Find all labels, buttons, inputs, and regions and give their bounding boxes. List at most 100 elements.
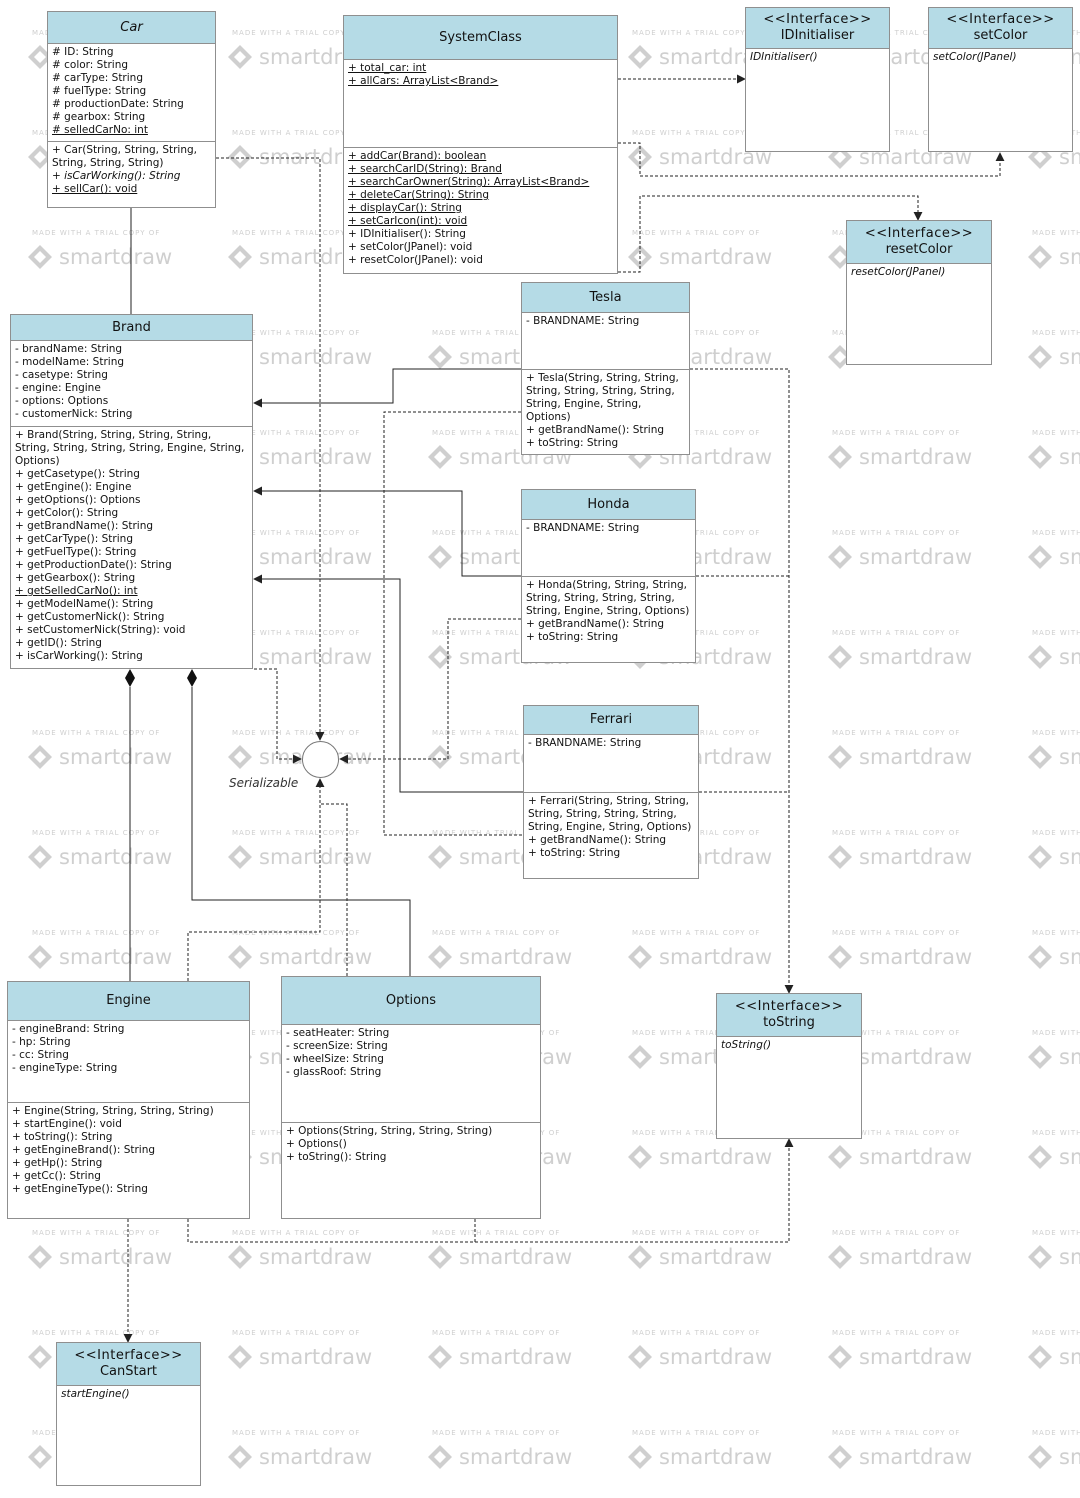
attribute-row: - BRANDNAME: String: [526, 522, 640, 534]
interface-resetcolor[interactable]: <<Interface>> resetColor resetColor(JPan…: [846, 220, 992, 365]
class-car-name: Car: [120, 19, 143, 35]
serializable-interface-circle[interactable]: [302, 741, 339, 778]
attribute-row: - customerNick: String: [15, 408, 133, 420]
svg-text:smartdraw: smartdraw: [1059, 445, 1080, 469]
method-row: + getSelledCarNo(): int: [15, 585, 138, 597]
svg-text:MADE WITH A TRIAL COPY OF: MADE WITH A TRIAL COPY OF: [32, 1229, 160, 1237]
svg-text:smartdraw: smartdraw: [1059, 845, 1080, 869]
method-row: + setColor(JPanel): void: [348, 241, 473, 253]
svg-text:MADE WITH A TRIAL COPY OF: MADE WITH A TRIAL COPY OF: [232, 1329, 360, 1337]
class-engine[interactable]: Engine - engineBrand: String- hp: String…: [7, 981, 250, 1219]
class-brand-attributes: - brandName: String- modelName: String- …: [11, 341, 252, 427]
svg-text:MADE WITH A TRIAL COPY OF: MADE WITH A TRIAL COPY OF: [232, 129, 360, 137]
class-ferrari[interactable]: Ferrari - BRANDNAME: String + Ferrari(St…: [523, 705, 699, 879]
svg-text:MADE WITH A TRIAL COPY OF: MADE WITH A TRIAL COPY OF: [832, 929, 960, 937]
svg-text:MADE WITH A TRIAL COPY OF: MADE WITH A TRIAL COPY OF: [432, 1329, 560, 1337]
svg-text:smartdraw: smartdraw: [859, 1145, 972, 1169]
svg-text:MADE WITH A TRIAL COPY OF: MADE WITH A TRIAL COPY OF: [632, 229, 760, 237]
class-options-name: Options: [385, 992, 437, 1008]
interface-idinitialiser[interactable]: <<Interface>> IDInitialiser IDInitialise…: [745, 7, 890, 152]
class-brand[interactable]: Brand - brandName: String- modelName: St…: [10, 314, 253, 669]
method-row: + getID(): String: [15, 637, 102, 649]
method-row: toString(): [721, 1039, 772, 1051]
method-row: + getFuelType(): String: [15, 546, 137, 558]
svg-text:MADE WITH A TRIAL COPY OF: MADE WITH A TRIAL COPY OF: [232, 1429, 360, 1437]
attribute-row: - glassRoof: String: [286, 1066, 382, 1078]
svg-text:smartdraw: smartdraw: [859, 645, 972, 669]
attribute-row: - cc: String: [12, 1049, 69, 1061]
class-systemclass[interactable]: SystemClass + total_car: int+ allCars: A…: [343, 15, 618, 274]
svg-text:smartdraw: smartdraw: [259, 1345, 372, 1369]
interface-resetcolor-name: resetColor: [885, 242, 953, 257]
svg-text:MADE WITH A TRIAL COPY OF: MADE WITH A TRIAL COPY OF: [1032, 229, 1080, 237]
svg-text:MADE WITH A TRIAL COPY OF: MADE WITH A TRIAL COPY OF: [232, 529, 360, 537]
method-row: + getCc(): String: [12, 1170, 101, 1182]
svg-text:MADE WITH A TRIAL COPY OF: MADE WITH A TRIAL COPY OF: [232, 29, 360, 37]
method-row: resetColor(JPanel): [851, 266, 946, 278]
class-options-header: Options: [282, 977, 540, 1025]
svg-text:smartdraw: smartdraw: [859, 745, 972, 769]
method-row: + searchCarOwner(String): ArrayList<Bran…: [348, 176, 590, 188]
stereotype-label: <<Interface>>: [763, 12, 872, 27]
class-ferrari-attributes: - BRANDNAME: String: [524, 735, 698, 793]
class-options[interactable]: Options - seatHeater: String- screenSize…: [281, 976, 541, 1219]
attribute-row: - seatHeater: String: [286, 1027, 390, 1039]
class-honda[interactable]: Honda - BRANDNAME: String + Honda(String…: [521, 489, 696, 663]
stereotype-label: <<Interface>>: [74, 1348, 183, 1363]
svg-text:MADE WITH A TRIAL COPY OF: MADE WITH A TRIAL COPY OF: [832, 429, 960, 437]
method-row: + getEngine(): Engine: [15, 481, 132, 493]
svg-text:smartdraw: smartdraw: [1059, 1245, 1080, 1269]
watermark-tile: MADE WITH A TRIAL COPY OF smartdraw: [228, 1329, 372, 1369]
svg-text:smartdraw: smartdraw: [1059, 545, 1080, 569]
class-tesla[interactable]: Tesla - BRANDNAME: String + Tesla(String…: [521, 282, 690, 455]
svg-text:smartdraw: smartdraw: [59, 845, 172, 869]
method-row: + toString(): String: [286, 1151, 387, 1163]
systemclass-to-resetcolor: [618, 195, 923, 273]
interface-setcolor-header: <<Interface>> setColor: [929, 8, 1072, 49]
interface-setcolor[interactable]: <<Interface>> setColor setColor(JPanel): [928, 7, 1073, 152]
interface-canstart-methods: startEngine(): [57, 1386, 200, 1403]
method-row: + getBrandName(): String: [15, 520, 154, 532]
class-systemclass-methods: + addCar(Brand): boolean+ searchCarID(St…: [344, 148, 617, 269]
class-car[interactable]: Car # ID: String# color: String# carType…: [47, 11, 216, 208]
interface-canstart[interactable]: <<Interface>> CanStart startEngine(): [56, 1342, 201, 1486]
svg-text:MADE WITH A TRIAL COPY OF: MADE WITH A TRIAL COPY OF: [32, 729, 160, 737]
interface-tostring[interactable]: <<Interface>> toString toString(): [716, 993, 862, 1139]
attribute-row: - screenSize: String: [286, 1040, 388, 1052]
svg-text:MADE WITH A TRIAL COPY OF: MADE WITH A TRIAL COPY OF: [232, 229, 360, 237]
svg-text:MADE WITH A TRIAL COPY OF: MADE WITH A TRIAL COPY OF: [632, 1029, 760, 1037]
svg-text:MADE WITH A TRIAL COPY OF: MADE WITH A TRIAL COPY OF: [832, 729, 960, 737]
svg-text:MADE WITH A TRIAL COPY OF: MADE WITH A TRIAL COPY OF: [632, 129, 760, 137]
svg-text:smartdraw: smartdraw: [659, 1245, 772, 1269]
class-tesla-header: Tesla: [522, 283, 689, 313]
svg-text:smartdraw: smartdraw: [1059, 245, 1080, 269]
class-engine-attributes: - engineBrand: String- hp: String- cc: S…: [8, 1021, 249, 1103]
brand-options-composition: [191, 687, 411, 976]
svg-text:smartdraw: smartdraw: [859, 1045, 972, 1069]
svg-text:smartdraw: smartdraw: [259, 445, 372, 469]
svg-text:smartdraw: smartdraw: [459, 945, 572, 969]
svg-text:smartdraw: smartdraw: [459, 1445, 572, 1469]
interface-resetcolor-header: <<Interface>> resetColor: [847, 221, 991, 264]
method-row: + getBrandName(): String: [526, 424, 665, 436]
svg-text:MADE WITH A TRIAL COPY OF: MADE WITH A TRIAL COPY OF: [1032, 429, 1080, 437]
interface-idinitialiser-methods: IDInitialiser(): [746, 49, 889, 66]
attribute-row: - brandName: String: [15, 343, 123, 355]
method-row: + getBrandName(): String: [528, 834, 667, 846]
attribute-row: - wheelSize: String: [286, 1053, 384, 1065]
svg-text:MADE WITH A TRIAL COPY OF: MADE WITH A TRIAL COPY OF: [1032, 329, 1080, 337]
svg-text:MADE WITH A TRIAL COPY OF: MADE WITH A TRIAL COPY OF: [1032, 829, 1080, 837]
